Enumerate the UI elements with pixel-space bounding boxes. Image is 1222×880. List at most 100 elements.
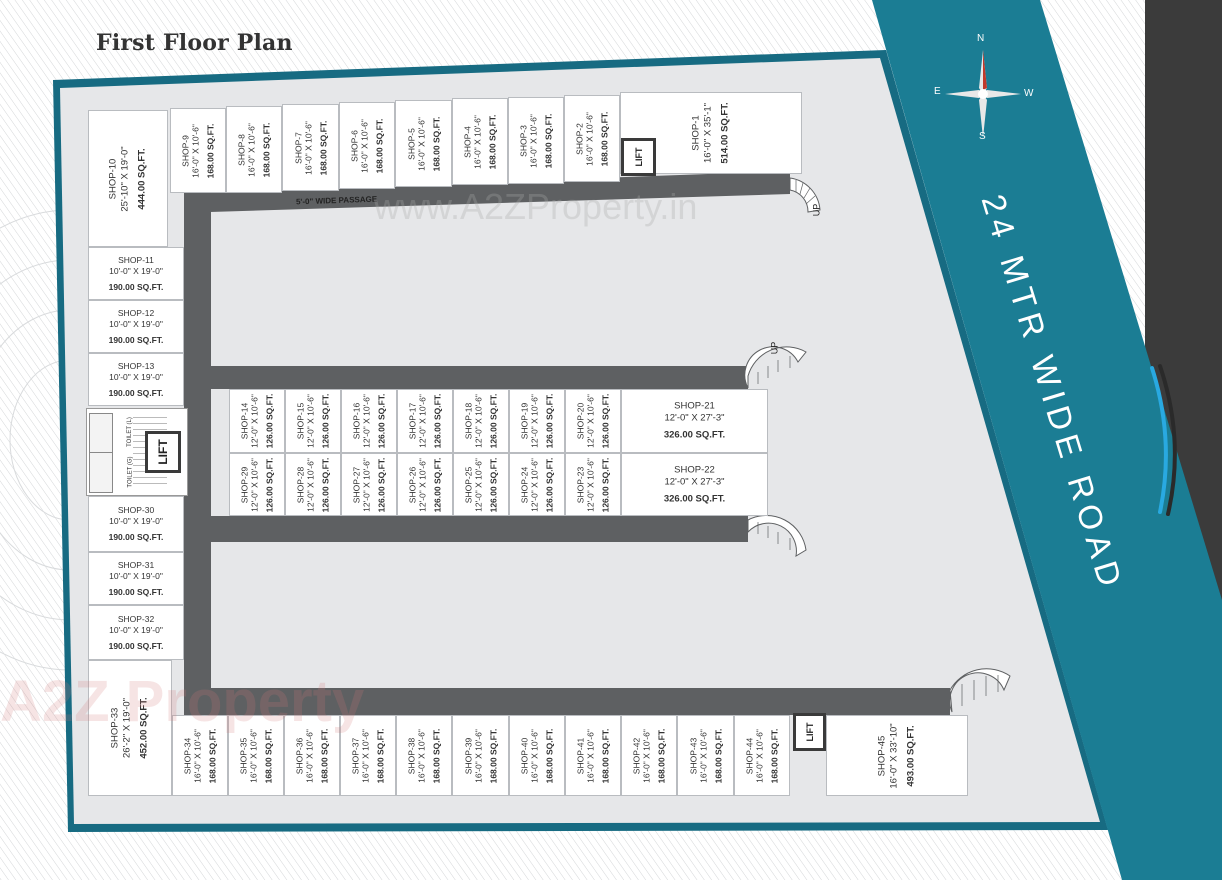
shop-name: SHOP-22 bbox=[674, 464, 715, 475]
shop-dimensions: 12'-0" X 10'-6" bbox=[473, 457, 484, 512]
shop-area: 190.00 SQ.FT. bbox=[108, 532, 164, 542]
shop-area: 168.00 SQ.FT. bbox=[599, 111, 610, 166]
passage-bottom bbox=[211, 688, 950, 715]
lift-bottom: LIFT bbox=[793, 713, 826, 751]
shop-name: SHOP-10 bbox=[107, 158, 119, 199]
shop-area: 126.00 SQ.FT. bbox=[376, 393, 387, 449]
shop-dimensions: 16'-0" X 10'-6" bbox=[472, 114, 483, 169]
compass-e: E bbox=[934, 86, 941, 97]
shop-area: 493.00 SQ.FT. bbox=[905, 724, 917, 787]
shop-area: 168.00 SQ.FT. bbox=[543, 113, 554, 168]
shop-area: 168.00 SQ.FT. bbox=[431, 116, 441, 171]
shop-area: 168.00 SQ.FT. bbox=[769, 728, 780, 783]
road-band bbox=[872, 0, 1222, 880]
shop-dimensions: 16'-0" X 10'-6" bbox=[528, 113, 539, 168]
shop-area: 126.00 SQ.FT. bbox=[488, 457, 499, 512]
shop-name: SHOP-29 bbox=[239, 466, 250, 503]
shop-name: SHOP-40 bbox=[519, 737, 530, 774]
shop-area: 514.00 SQ.FT. bbox=[719, 102, 731, 164]
passage-left bbox=[184, 193, 211, 715]
shop-area: 126.00 SQ.FT. bbox=[432, 393, 443, 449]
shop-dimensions: 16'-0" X 10'-6" bbox=[304, 728, 315, 783]
shop-area: 168.00 SQ.FT. bbox=[205, 123, 216, 178]
shop-area: 168.00 SQ.FT. bbox=[656, 728, 667, 783]
shop-name: SHOP-20 bbox=[575, 402, 586, 440]
shop-dimensions: 16'-0" X 10'-6" bbox=[248, 728, 259, 783]
shop-dimensions: 12'-0" X 10'-6" bbox=[361, 457, 372, 512]
shop-name: SHOP-11 bbox=[118, 254, 154, 265]
shop-dimensions: 12'-0" X 10'-6" bbox=[249, 457, 260, 512]
shop-dimensions: 12'-0" X 10'-6" bbox=[529, 457, 540, 512]
shop-name: SHOP-23 bbox=[575, 466, 586, 503]
up-label-2: UP bbox=[769, 341, 780, 355]
road-arcs bbox=[1150, 364, 1177, 516]
shop-name: SHOP-14 bbox=[239, 402, 250, 440]
shop-name: SHOP-1 bbox=[690, 115, 702, 151]
shop-area: 168.00 SQ.FT. bbox=[488, 728, 498, 783]
shop-name: SHOP-32 bbox=[117, 613, 155, 624]
shop-dimensions: 16'-0" X 33'-10" bbox=[888, 722, 900, 789]
shop-area: 168.00 SQ.FT. bbox=[431, 728, 442, 783]
shop-name: SHOP-24 bbox=[519, 466, 530, 503]
shop-area: 126.00 SQ.FT. bbox=[544, 457, 555, 512]
shop-name: SHOP-9 bbox=[180, 134, 191, 167]
shop-area: 190.00 SQ.FT. bbox=[108, 387, 164, 398]
shop-area: 190.00 SQ.FT. bbox=[108, 586, 164, 597]
stair-bottom bbox=[949, 668, 1011, 713]
lift-top: LIFT bbox=[621, 138, 656, 176]
shop-name: SHOP-8 bbox=[236, 133, 247, 166]
passage-top bbox=[184, 171, 790, 212]
shop-dimensions: 16'-0" X 10'-6" bbox=[360, 728, 371, 783]
shop-name: SHOP-18 bbox=[463, 402, 474, 440]
shop-name: SHOP-44 bbox=[744, 737, 755, 774]
shop-dimensions: 12'-0" X 10'-6" bbox=[529, 394, 540, 448]
passage-lower-mid bbox=[211, 516, 748, 542]
watermark-logo: A2Z Property bbox=[0, 669, 365, 734]
shop-area: 126.00 SQ.FT. bbox=[600, 393, 611, 449]
shop-area: 168.00 SQ.FT. bbox=[544, 728, 555, 783]
shop-dimensions: 10'-0" X 19'-0" bbox=[109, 265, 163, 276]
plan-title: First Floor Plan bbox=[96, 30, 293, 56]
up-label-1: UP bbox=[811, 203, 822, 217]
compass-s: S bbox=[979, 131, 986, 142]
stair-treads bbox=[757, 180, 999, 706]
shop-name: SHOP-2 bbox=[574, 122, 585, 155]
shop-name: SHOP-36 bbox=[294, 737, 305, 774]
shop-name: SHOP-27 bbox=[351, 466, 362, 503]
passage-upper-mid bbox=[211, 366, 748, 389]
compass-w: W bbox=[1024, 88, 1034, 99]
shop-dimensions: 16'-0" X 10'-6" bbox=[190, 123, 201, 178]
shop-name: SHOP-31 bbox=[117, 559, 155, 570]
shop-dimensions: 12'-0" X 10'-6" bbox=[585, 457, 596, 512]
shop-area: 126.00 SQ.FT. bbox=[376, 457, 387, 512]
toilet-label-l: TOILET (L) bbox=[126, 417, 133, 447]
